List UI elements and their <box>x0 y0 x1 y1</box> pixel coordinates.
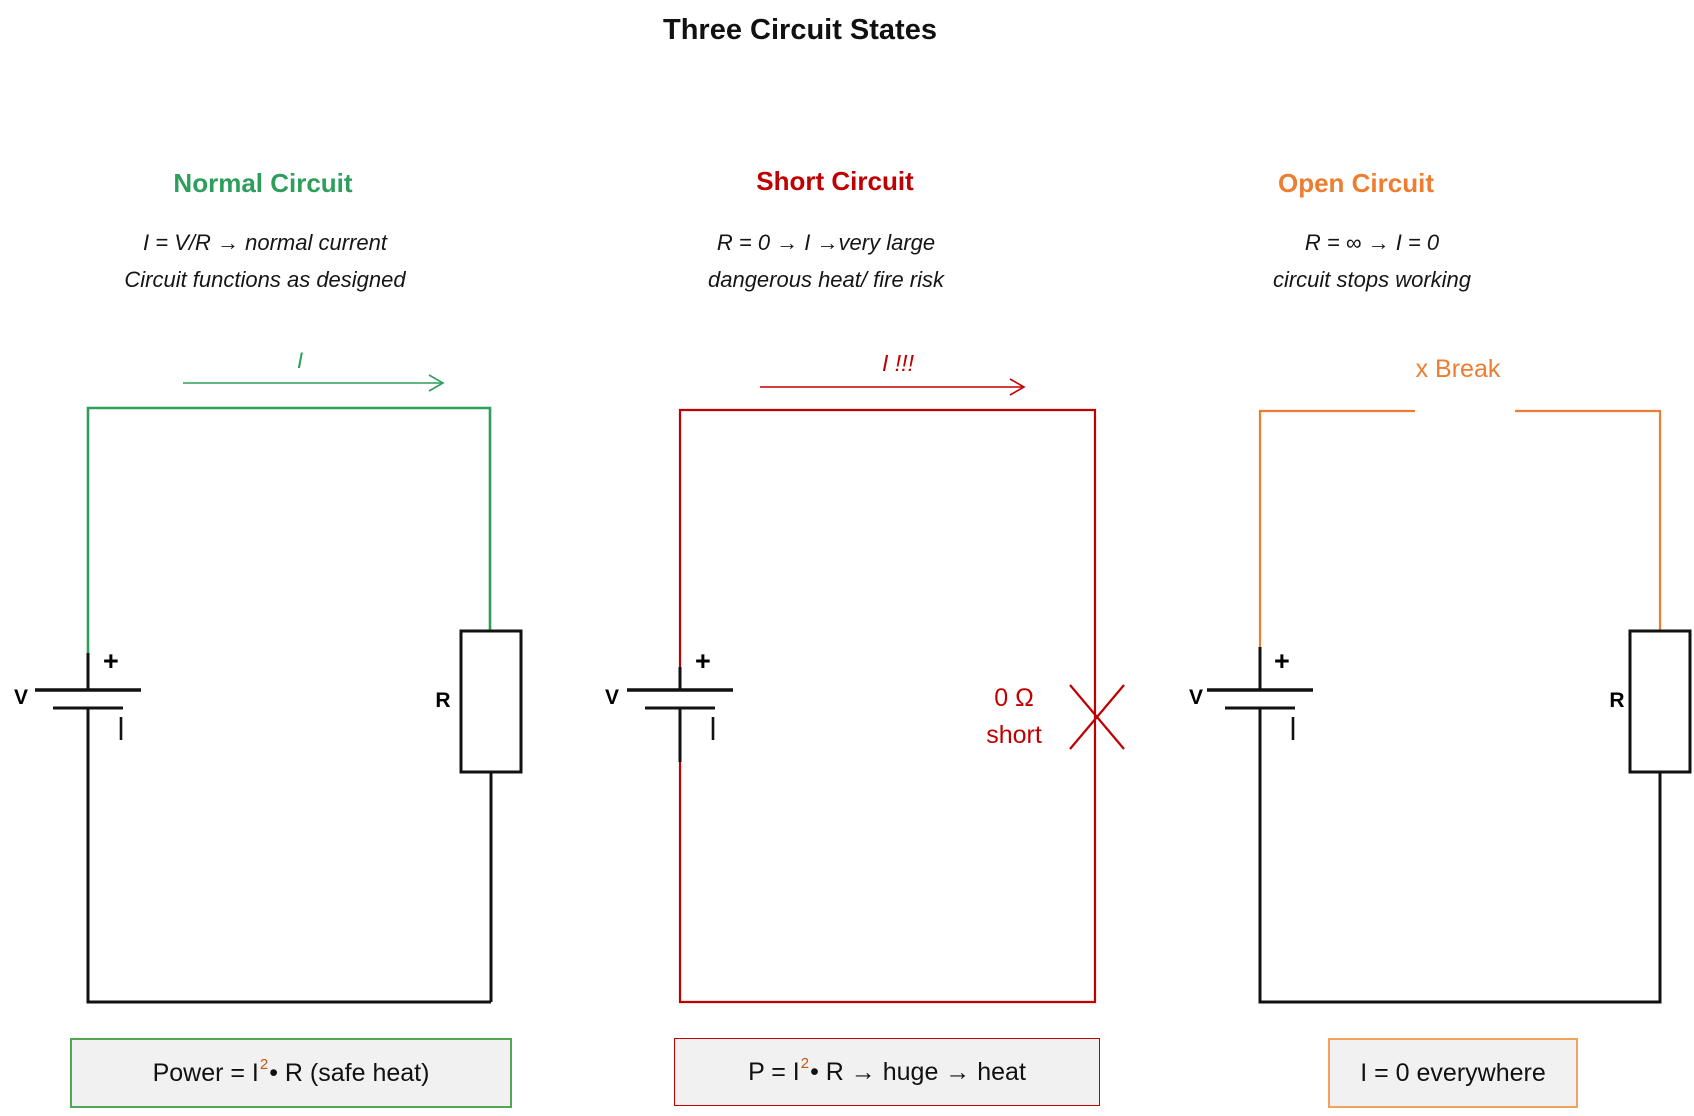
short-x-mark <box>1069 684 1125 750</box>
battery-plus-sign: + <box>695 646 711 676</box>
formula-pre: P = I <box>748 1057 800 1086</box>
open-circuit-diagram <box>1207 409 1692 1004</box>
open-formula-line: R = ∞ → I = 0 <box>1304 230 1440 255</box>
formula-pre: I = 0 everywhere <box>1360 1058 1546 1087</box>
current-label: I <box>296 348 304 373</box>
battery-label: V <box>604 686 619 709</box>
short-description-line: dangerous heat/ fire risk <box>707 267 945 292</box>
short-label: 0 Ω short <box>934 680 1094 754</box>
wire-bottom-black <box>1258 708 1662 1004</box>
open-description-line: circuit stops working <box>1272 267 1472 292</box>
formula-superscript: 2 <box>800 1054 810 1072</box>
wire-bottom-black <box>86 708 491 1004</box>
break-label: x Break <box>1415 355 1501 383</box>
battery-plus-sign: + <box>103 646 119 676</box>
heading-short-circuit: Short Circuit <box>756 166 914 196</box>
short-label-ohms: 0 Ω <box>994 684 1034 712</box>
resistor-label: R <box>435 689 451 712</box>
current-arrow-head <box>1009 378 1026 396</box>
resistor-symbol <box>459 629 523 774</box>
wire-top-right-orange <box>1515 409 1662 631</box>
heading-open-circuit: Open Circuit <box>1277 168 1434 198</box>
current-arrow-head <box>428 374 445 392</box>
normal-description-line: Circuit functions as designed <box>124 267 406 292</box>
formula-post: • R → huge → heat <box>810 1057 1026 1086</box>
resistor-label: R <box>1609 689 1625 712</box>
heading-normal-circuit: Normal Circuit <box>173 168 353 198</box>
wire-top-green <box>86 406 492 653</box>
open-status-box: I = 0 everywhere <box>1328 1038 1578 1108</box>
short-formula-line: R = 0 → I →very large <box>716 230 936 255</box>
short-label-word: short <box>986 721 1042 749</box>
normal-formula-line: I = V/R → normal current <box>143 230 387 255</box>
formula-pre: Power = I <box>152 1058 259 1087</box>
battery-plus-sign: + <box>1274 646 1290 676</box>
resistor-symbol <box>1628 629 1692 774</box>
normal-circuit-diagram <box>35 374 523 1004</box>
current-label: I !!! <box>882 350 914 376</box>
wire-top-left-orange <box>1258 409 1415 647</box>
formula-superscript: 2 <box>259 1055 269 1073</box>
battery-label: V <box>1188 686 1203 709</box>
wire-loop-red <box>678 408 1097 1004</box>
short-circuit-diagram <box>627 378 1125 1004</box>
formula-post: • R (safe heat) <box>269 1058 430 1087</box>
page-title: Three Circuit States <box>663 14 937 46</box>
battery-label: V <box>13 686 28 709</box>
